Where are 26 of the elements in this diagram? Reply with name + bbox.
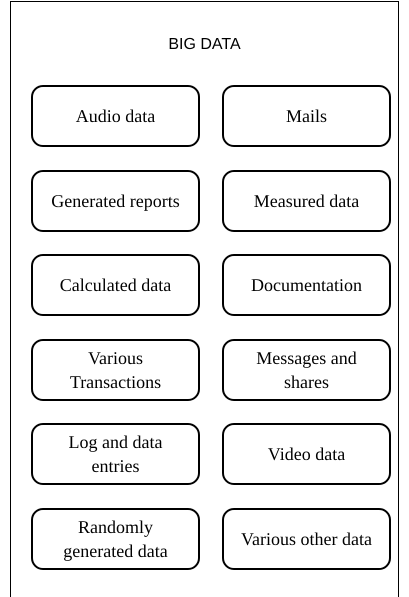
box-label: Log and data entries [68,431,164,478]
rounded-box [31,508,200,570]
rounded-box [31,338,200,400]
box-label: Mails [284,105,328,128]
rounded-box [31,254,200,316]
rounded-box [222,254,391,316]
rounded-box [31,423,200,485]
rounded-box [222,338,391,400]
group-frame [10,1,399,597]
box-label: Randomly generated data [62,516,169,562]
box-label: Generated reports [50,190,181,212]
rounded-box [222,423,391,485]
box-label: Various other data [240,528,373,550]
rounded-box [31,85,200,147]
rounded-box [31,170,200,232]
box-label: Messages and shares [255,346,358,394]
rounded-box [222,85,391,147]
box-label: Measured data [252,190,360,212]
box-label: Video data [266,443,346,466]
box-label: Various Transactions [68,346,162,394]
rounded-box [222,508,391,570]
box-label: Documentation [250,274,363,297]
rounded-box [222,170,391,232]
group-title: BIG DATA [167,36,242,54]
box-label: Calculated data [58,274,172,297]
box-label: Audio data [74,105,156,128]
